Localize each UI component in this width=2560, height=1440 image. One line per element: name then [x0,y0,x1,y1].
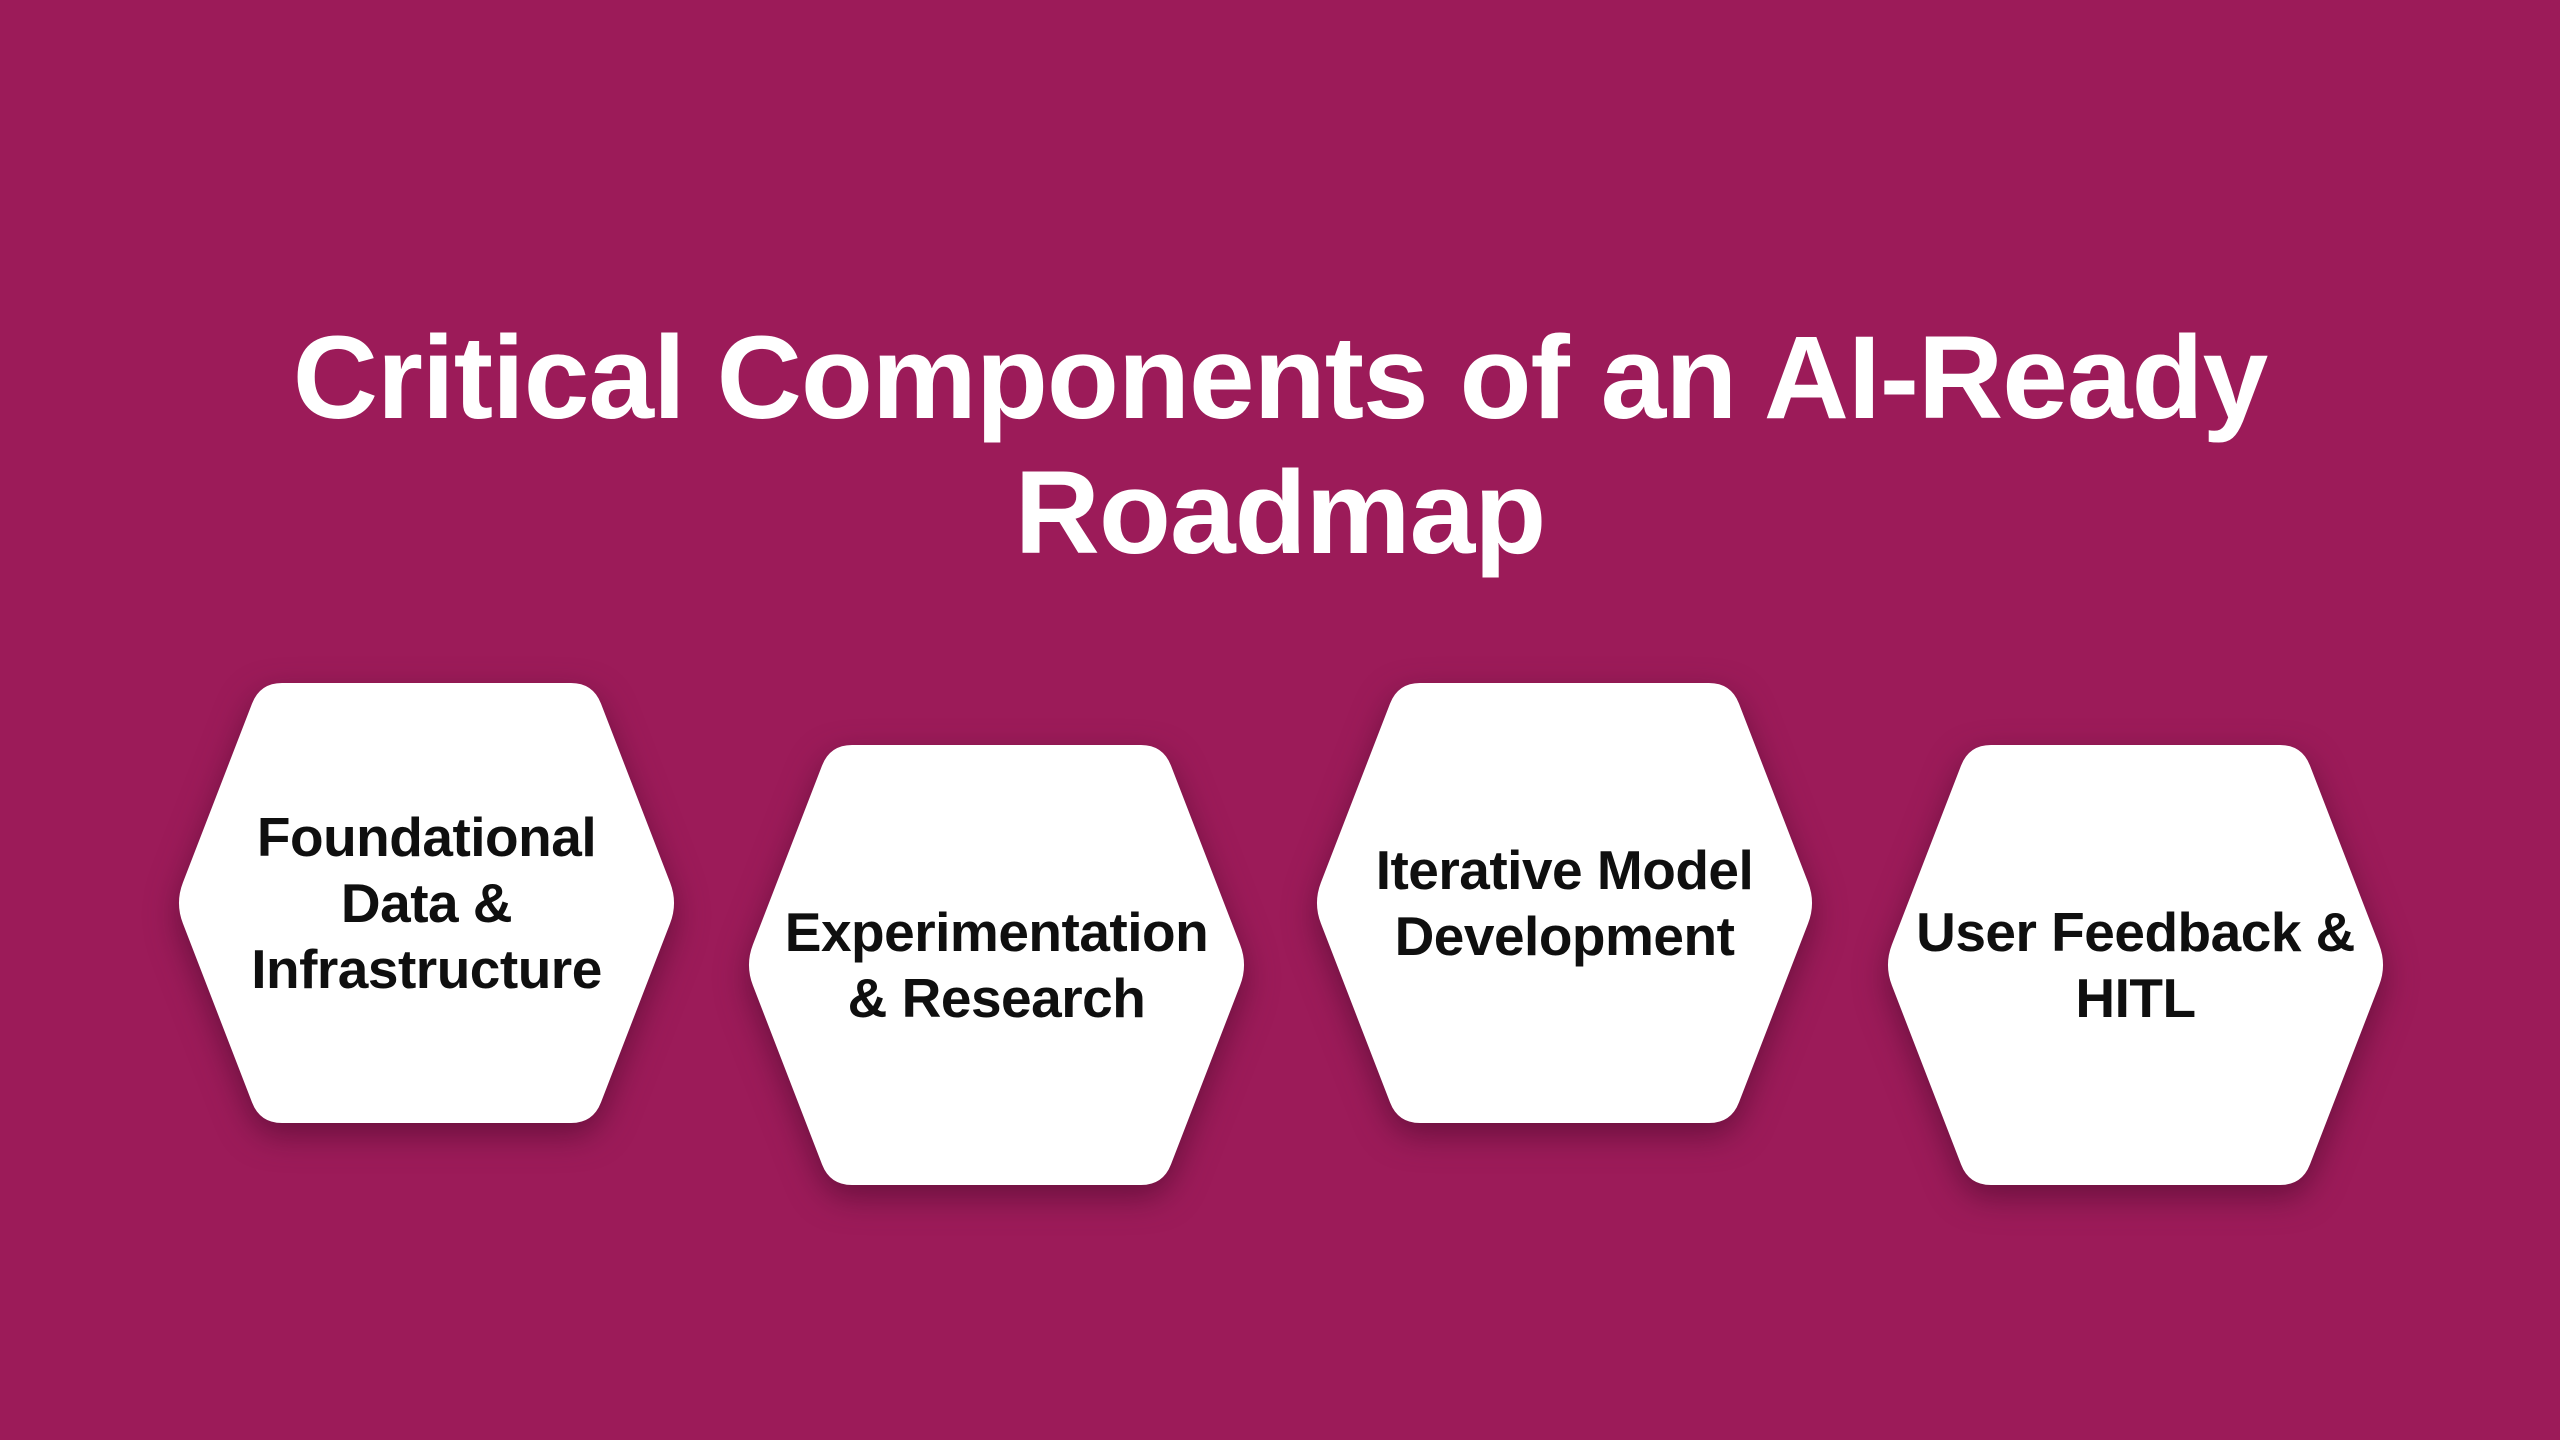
hexagon-label-line: HITL [2075,967,2196,1029]
hexagon-label-line: & Research [847,967,1146,1029]
hexagon-shape [178,683,675,1123]
hexagon-label: Experimentation & Research [745,745,1248,1185]
hexagon-shape [1316,683,1813,1123]
hexagon-card-user-feedback-hitl: User Feedback & HITL [1884,745,2387,1185]
page-title: Critical Components of an AI-Ready Roadm… [0,311,2560,581]
hexagon-card-iterative-model-development: Iterative Model Development [1313,683,1816,1123]
hexagon-label: User Feedback & HITL [1884,745,2387,1185]
hexagon-card-experimentation-research: Experimentation & Research [745,745,1248,1185]
hexagon-shape [1887,745,2384,1185]
page-title-line-2: Roadmap [1014,447,1547,579]
hexagon-label: Iterative Model Development [1313,683,1816,1123]
hexagon-label-line: User Feedback & [1916,901,2355,963]
hexagon-label-line: Infrastructure [251,938,602,1000]
hexagon-label: Foundational Data & Infrastructure [175,683,678,1123]
hexagon-label-line: Experimentation [784,901,1209,963]
hexagon-label-line: Foundational [256,806,597,868]
hexagon-card-foundational-data-infrastructure: Foundational Data & Infrastructure [175,683,678,1123]
hexagon-label-line: Iterative Model [1375,839,1754,901]
hexagon-label-line: Data & [340,872,513,934]
page-title-line-1: Critical Components of an AI-Ready [292,312,2268,444]
hexagon-label-line: Development [1394,905,1735,967]
hexagon-shape [748,745,1245,1185]
